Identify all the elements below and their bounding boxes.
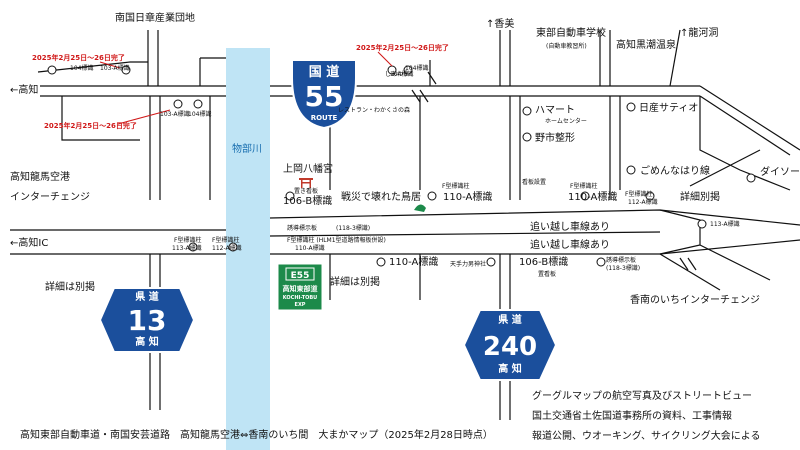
sign-112-a-west: 112-A標識 — [212, 244, 242, 252]
route-55-shield: 国 道 55 ROUTE — [291, 59, 357, 130]
f-sign-1: F型標識柱 — [442, 182, 469, 190]
source-line-3: 報道公開、ウオーキング、サイクリング大会による — [532, 429, 761, 442]
p13-number: 13 — [128, 304, 167, 337]
detail-other-2: 詳細は別掲 — [45, 280, 95, 293]
detail-other-1: 詳細別掲 — [680, 190, 720, 203]
small-label-restaurant: レストラン・わかくさの森 — [338, 106, 410, 114]
guide-board-2: 誘導標示板 — [606, 256, 636, 264]
shrine-sub-label: 置き看板 — [294, 187, 318, 195]
small-label-kanban-2: 置看板 — [538, 270, 556, 278]
e55-name: 高知東部道 — [283, 284, 318, 293]
konan-ic-label: 香南のいちインターチェンジ — [630, 293, 760, 306]
detail-other-3: 詳細は別掲 — [330, 275, 380, 288]
sign-113-a-west: 113-A標識 — [172, 244, 202, 252]
railway-marks — [411, 71, 697, 271]
r55-bottom: ROUTE — [311, 114, 338, 122]
p13-top: 県 道 — [135, 290, 158, 303]
e55-code: E55 — [291, 271, 310, 281]
sign-104-b: 104標識 — [188, 110, 211, 118]
sign-106-b-south: 106-B標識 — [519, 255, 568, 268]
sign-118-3-b: (118-3標識) — [606, 264, 640, 272]
gomen-nahari-label: ごめんなはり線 — [640, 164, 710, 177]
sign-103-a-top: 103-A標識 — [100, 64, 130, 72]
p240-top: 県 道 — [498, 313, 521, 326]
torii-icon — [299, 178, 313, 188]
kagami-label: ↑香美 — [486, 17, 514, 30]
r55-top: 国 道 — [309, 64, 340, 80]
airport-ic-label-2: インターチェンジ — [10, 191, 90, 203]
sign-110-a-center: 110-A標識 — [295, 244, 325, 252]
pref-240-shield: 県 道 240 高 知 — [462, 309, 558, 381]
broken-torii-icon — [414, 204, 426, 212]
f-sign-2: F型標識柱 — [570, 182, 597, 190]
completion-note-1: 2025年2月25日〜26日完了 — [32, 53, 125, 62]
red-note-arrows — [99, 51, 393, 125]
completion-note-2: 2025年2月25日〜26日完了 — [44, 121, 137, 130]
p13-bottom: 高 知 — [135, 335, 158, 348]
sign-104-c: 104標識 — [405, 64, 428, 72]
sign-113-a-east: 113-A標識 — [710, 220, 740, 228]
f-sign-5: F型標識柱 — [212, 236, 239, 244]
kamioka-hachimangu-label: 上岡八幡宮 — [283, 162, 333, 175]
hamart-sub-label: ホームセンター — [545, 117, 587, 125]
kochi-ic-label: ←高知IC — [10, 236, 48, 249]
pref-13-shield: 県 道 13 高 知 — [98, 287, 196, 353]
kuroshio-onsen-label: 高知黒潮温泉 — [616, 38, 676, 51]
daiso-label: ダイソー — [760, 165, 800, 178]
sign-markers — [47, 65, 756, 286]
driving-school-label: 東部自動車学校 — [536, 26, 606, 39]
sign-106-b-north: 106-B標識 — [283, 194, 332, 207]
monobe-river-label: 物部川 — [232, 142, 262, 155]
driving-school-sub-label: (自動車教習所) — [546, 42, 587, 50]
map-title: 高知東部自動車道・南国安芸道路 高知龍馬空港⇔香南のいち間 大まかマップ（202… — [20, 428, 493, 441]
f-sign-3: F型標識柱 — [625, 190, 652, 198]
passing-lane-2: 追い越し車線あり — [530, 238, 610, 251]
source-line-2: 国土交通省土佐国道事務所の資料、工事情報 — [532, 409, 732, 422]
hamart-label: ハマート — [535, 105, 575, 116]
sign-110-a-north: 110-A標識 — [443, 190, 492, 203]
ryugado-label: ↑龍河洞 — [680, 26, 718, 39]
torii-label: 戦災で壊れた鳥居 — [341, 190, 421, 203]
sign-104-d: 104標識 — [390, 70, 413, 78]
sign-110-a-east: 110-A標識 — [568, 190, 617, 203]
noichi-seikei-label: 野市整形 — [535, 131, 575, 144]
sign-104-a: 104標識 — [70, 64, 93, 72]
f-sign-4: F型標識柱 — [174, 236, 201, 244]
road-network — [10, 29, 800, 420]
airport-ic-label-1: 高知龍馬空港 — [10, 170, 70, 183]
tenjin-label: 天手力男神社 — [450, 260, 486, 268]
e55-exp: EXP — [295, 302, 306, 308]
sign-112-a-east: 112-A標識 — [628, 198, 658, 206]
p240-number: 240 — [483, 332, 537, 362]
e55-expressway-sign: E55 高知東部道 KOCHI-TOBU EXP — [277, 263, 323, 311]
sign-110-a-south: 110-A標識 — [389, 255, 438, 268]
nissan-label: 日産サティオ — [639, 101, 698, 114]
guide-board-1: 誘導標示板 — [287, 224, 317, 232]
sign-118-3-a: (118-3標識) — [336, 224, 370, 232]
small-label-kanban-1: 看板設置 — [522, 178, 546, 186]
sign-103-a-mid: 103-A標識 — [160, 110, 190, 118]
kochi-west-label: ←高知 — [10, 83, 38, 96]
hlm-sign-label: F型標識柱 (HLM1型道路情報板併設) — [287, 236, 386, 244]
r55-number: 55 — [305, 80, 344, 113]
e55-romaji: KOCHI-TOBU — [283, 295, 318, 301]
completion-note-3: 2025年2月25日〜26日完了 — [356, 43, 449, 52]
passing-lane-1: 追い越し車線あり — [530, 220, 610, 233]
source-line-1: グーグルマップの航空写真及びストリートビュー — [532, 389, 752, 402]
p240-bottom: 高 知 — [498, 362, 521, 375]
nankoku-industrial-label: 南国日章産業団地 — [115, 11, 195, 24]
small-label-shiawase: しあわせ — [385, 71, 409, 78]
